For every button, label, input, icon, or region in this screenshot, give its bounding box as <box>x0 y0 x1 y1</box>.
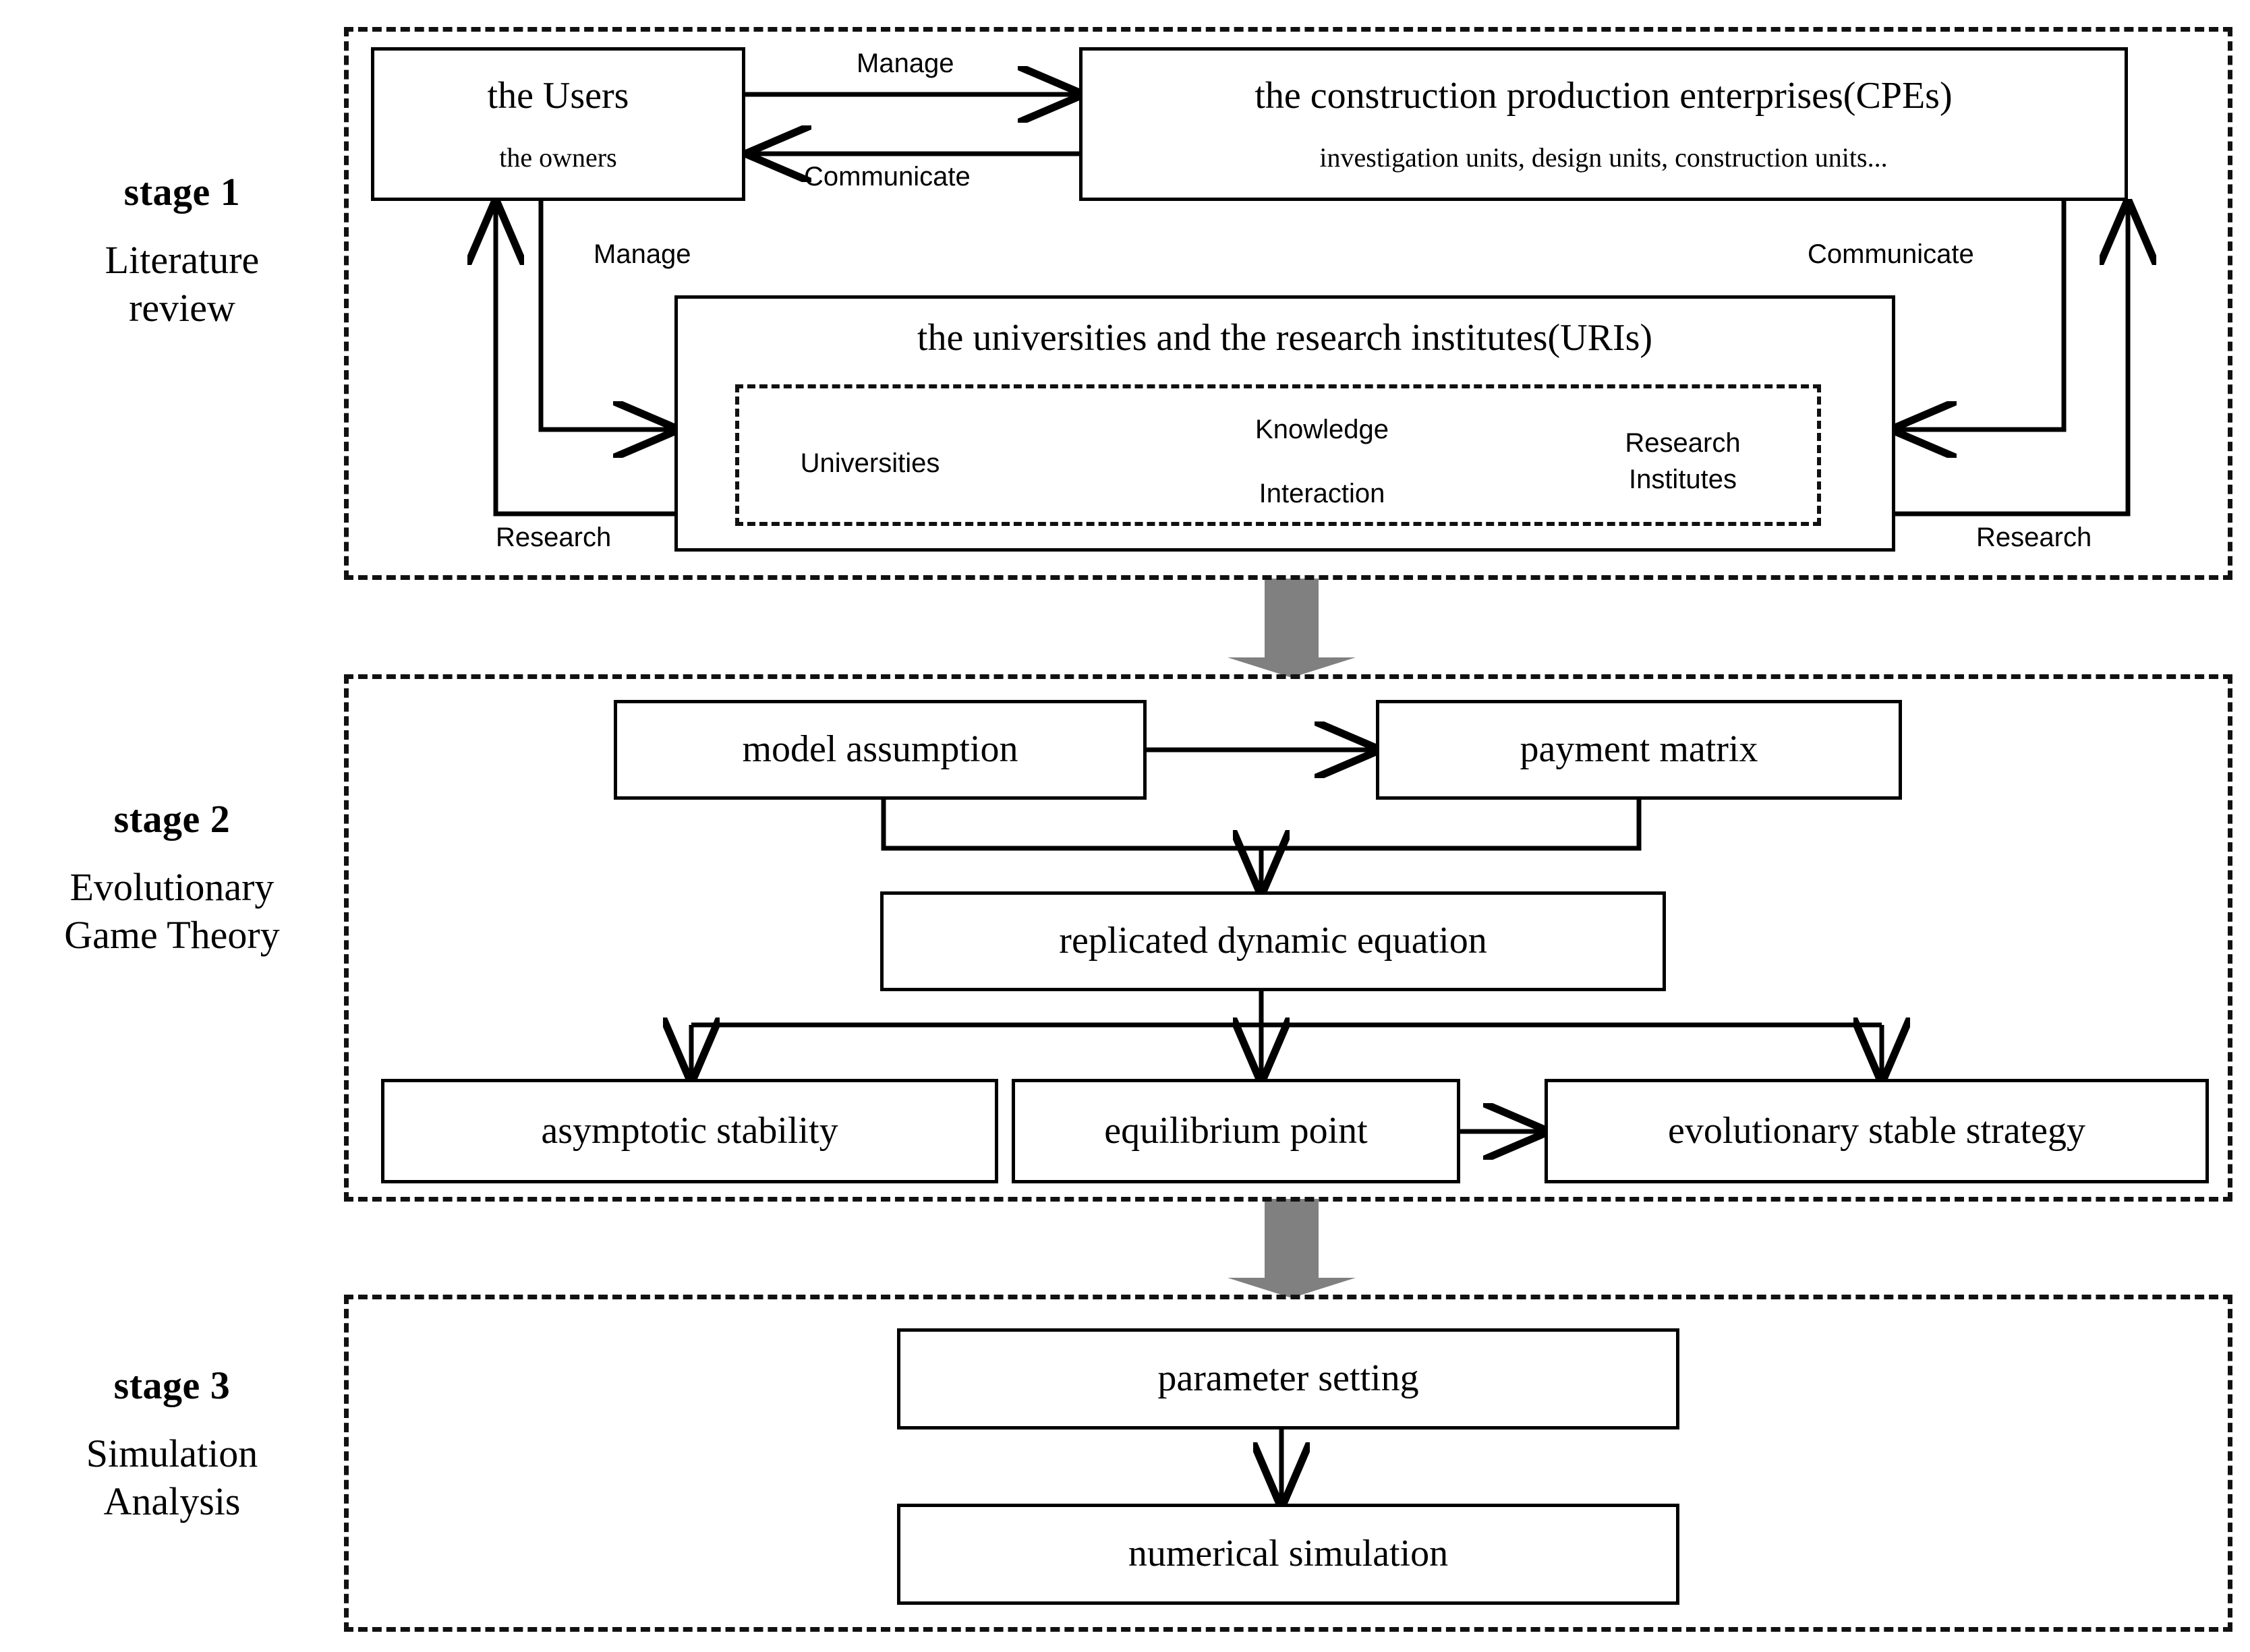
asymptotic-stability-label: asymptotic stability <box>541 1109 838 1152</box>
stage1-desc-line2: review <box>129 285 235 330</box>
node-payment-matrix[interactable]: payment matrix <box>1376 700 1902 800</box>
numerical-simulation-label: numerical simulation <box>1128 1533 1449 1575</box>
uri-research-institutes-label: Research Institutes <box>1571 425 1794 498</box>
payment-matrix-label: payment matrix <box>1520 728 1758 771</box>
node-numerical-simulation[interactable]: numerical simulation <box>897 1504 1679 1605</box>
stage1-number: stage 1 <box>123 170 241 214</box>
stage2-container <box>344 674 2232 1202</box>
knowledge-interaction-group <box>735 384 1821 526</box>
stage2-desc-line2: Game Theory <box>64 912 280 957</box>
stage3-container <box>344 1295 2232 1632</box>
equilibrium-point-label: equilibrium point <box>1104 1109 1368 1152</box>
node-replicated-dynamic-equation[interactable]: replicated dynamic equation <box>880 891 1666 991</box>
cpe-subtitle: investigation units, design units, const… <box>1319 142 1888 173</box>
node-asymptotic-stability[interactable]: asymptotic stability <box>381 1079 998 1183</box>
users-subtitle: the owners <box>499 142 617 173</box>
stage3-label: stage 3 Simulation Analysis <box>13 1362 330 1525</box>
research-institutes-line1: Research <box>1625 428 1741 458</box>
stage1-desc-line1: Literature <box>105 237 260 282</box>
node-model-assumption[interactable]: model assumption <box>614 700 1147 800</box>
stage1-container <box>344 27 2232 580</box>
research-institutes-line2: Institutes <box>1628 465 1737 494</box>
node-parameter-setting[interactable]: parameter setting <box>897 1328 1679 1429</box>
node-equilibrium-point[interactable]: equilibrium point <box>1012 1079 1460 1183</box>
replicated-dynamic-equation-label: replicated dynamic equation <box>1059 920 1487 962</box>
edge-label-research-uri-users: Research <box>496 523 612 552</box>
stage2-number: stage 2 <box>113 797 231 841</box>
uri-title: the universities and the research instit… <box>917 317 1653 359</box>
interaction-label: Interaction <box>1259 479 1385 508</box>
stage2-label: stage 2 Evolutionary Game Theory <box>13 796 330 959</box>
node-uri[interactable]: the universities and the research instit… <box>674 295 1895 552</box>
stage1-to-stage2-arrow <box>1228 579 1356 678</box>
parameter-setting-label: parameter setting <box>1157 1357 1419 1400</box>
knowledge-label: Knowledge <box>1255 415 1389 444</box>
users-title: the Users <box>487 75 629 117</box>
edge-label-manage-users-cpe: Manage <box>857 49 954 78</box>
node-evolutionary-stable-strategy[interactable]: evolutionary stable strategy <box>1545 1079 2209 1183</box>
evolutionary-stable-strategy-label: evolutionary stable strategy <box>1668 1109 2085 1152</box>
uri-universities-label: Universities <box>800 448 940 478</box>
edge-label-manage-users-uri: Manage <box>594 239 691 269</box>
edge-label-communicate-cpe-users: Communicate <box>804 162 971 191</box>
node-cpe[interactable]: the construction production enterprises(… <box>1079 47 2128 201</box>
model-assumption-label: model assumption <box>742 728 1018 771</box>
stage2-desc-line1: Evolutionary <box>69 864 275 909</box>
edge-label-research-uri-cpe: Research <box>1976 523 2092 552</box>
stage3-number: stage 3 <box>113 1363 231 1407</box>
stage1-label: stage 1 Literature review <box>40 169 324 332</box>
edge-label-communicate-cpe-uri: Communicate <box>1808 239 1974 269</box>
stage3-desc-line1: Simulation <box>86 1431 258 1475</box>
cpe-title: the construction production enterprises(… <box>1254 75 1953 117</box>
stage3-desc-line2: Analysis <box>103 1479 241 1523</box>
stage2-to-stage3-arrow <box>1228 1199 1356 1298</box>
node-users[interactable]: the Users the owners <box>371 47 745 201</box>
